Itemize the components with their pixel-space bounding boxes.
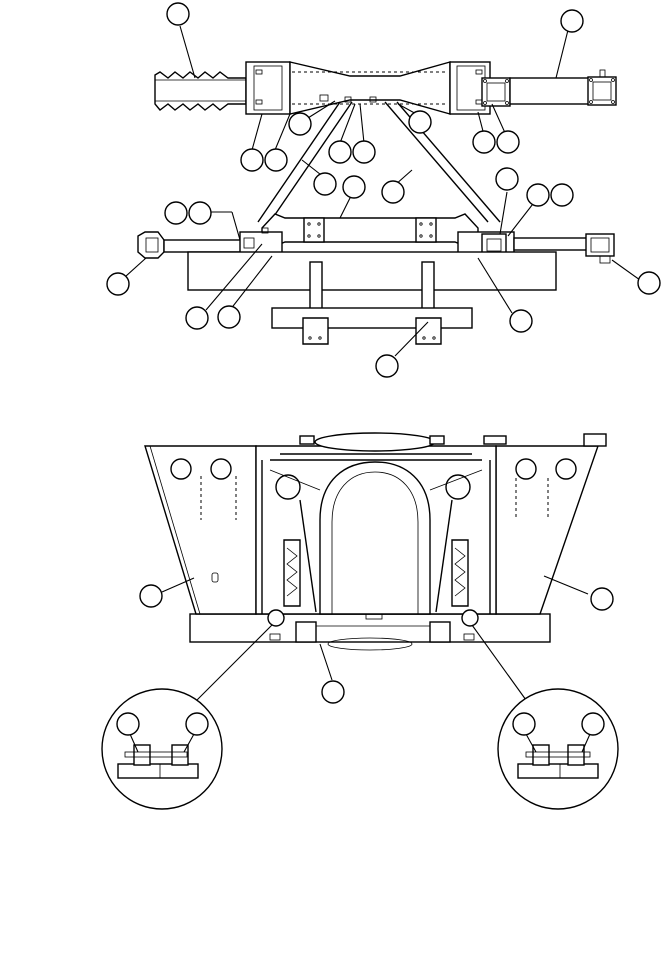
callout-2 xyxy=(560,9,584,33)
callout-18 xyxy=(188,201,212,225)
callout-4 xyxy=(240,148,264,172)
callout-27 xyxy=(321,680,345,704)
callout-8 xyxy=(408,110,432,134)
center-frame xyxy=(255,432,607,643)
front-cross-tube xyxy=(261,213,479,247)
center-tube xyxy=(245,61,491,115)
callout-5 xyxy=(264,148,288,172)
top-view xyxy=(125,25,641,357)
callout-17 xyxy=(164,201,188,225)
callout-12 xyxy=(342,175,366,199)
callout-14 xyxy=(495,167,519,191)
callout-6 xyxy=(328,140,352,164)
callout-bubbles xyxy=(106,2,661,736)
callout-28 xyxy=(116,712,140,736)
callout-31 xyxy=(581,712,605,736)
left-wing xyxy=(144,445,257,615)
callout-30 xyxy=(512,712,536,736)
callout-15 xyxy=(526,183,550,207)
front-view-leaders xyxy=(161,575,589,702)
front-view xyxy=(144,432,607,702)
callout-3 xyxy=(288,112,312,136)
callout-9 xyxy=(472,130,496,154)
callout-24 xyxy=(375,354,399,378)
right-rear-beam xyxy=(481,69,617,107)
callout-25 xyxy=(139,584,163,608)
right-wing xyxy=(495,445,599,615)
callout-7 xyxy=(352,140,376,164)
left-rear-beam xyxy=(154,71,247,111)
detail-view-left xyxy=(101,688,223,810)
left-wing-holes xyxy=(200,476,237,520)
callout-29 xyxy=(185,712,209,736)
callout-11 xyxy=(313,172,337,196)
callout-19 xyxy=(106,272,130,296)
callout-10 xyxy=(496,130,520,154)
callout-20 xyxy=(185,306,209,330)
callout-21 xyxy=(217,305,241,329)
callout-16 xyxy=(550,183,574,207)
callout-1 xyxy=(166,2,190,26)
callout-22 xyxy=(509,309,533,333)
detail-view-right xyxy=(497,688,619,810)
callout-26 xyxy=(590,587,614,611)
callout-23 xyxy=(637,271,661,295)
callout-13 xyxy=(381,180,405,204)
